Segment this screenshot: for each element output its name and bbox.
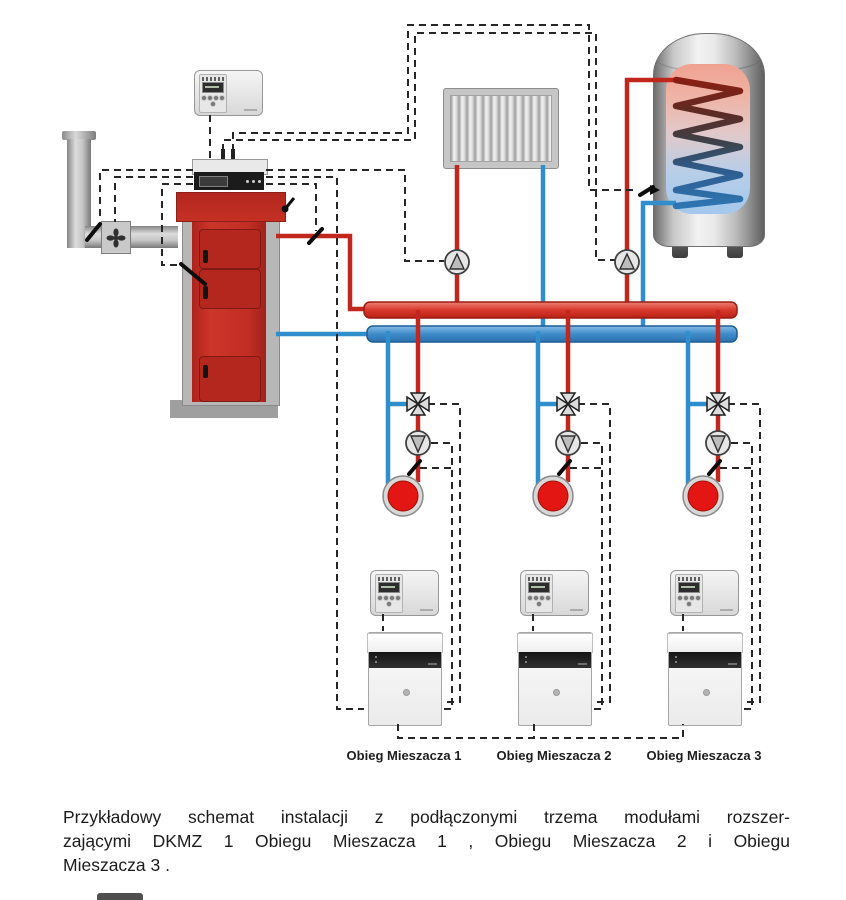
controller-display xyxy=(202,82,224,93)
tank-temp-sensor xyxy=(638,185,660,197)
boiler-room-controller xyxy=(194,70,263,116)
mixing-circuit-3 xyxy=(683,310,760,709)
boiler-door-lower xyxy=(199,356,261,402)
controller-icon-strip xyxy=(202,77,224,81)
flue-fan xyxy=(101,221,131,254)
wiring-layer xyxy=(99,24,684,739)
door-handle xyxy=(203,250,208,263)
pipes-layer xyxy=(276,76,744,343)
circuit-label-2: Obieg Mieszacza 2 xyxy=(496,748,612,763)
boiler-top-sensor xyxy=(281,197,296,213)
fan-wire xyxy=(114,176,193,222)
boiler-panel-terminal xyxy=(231,149,235,160)
dkmz-module-3 xyxy=(667,632,743,726)
controller-panel xyxy=(199,74,227,113)
circuit-controller-3 xyxy=(670,570,739,616)
door-handle xyxy=(203,365,208,378)
boiler-panel-terminal xyxy=(221,149,225,160)
mixing-circuit-2 xyxy=(533,310,610,709)
boiler-sensor-wire xyxy=(161,183,193,266)
supply-sensor-wire xyxy=(266,183,317,231)
circuit-label-3: Obieg Mieszacza 3 xyxy=(646,748,762,763)
dkmz-module-1 xyxy=(367,632,443,726)
caption-line-2: zającymi DKMZ 1 Obiegu Mieszacza 1 , Obi… xyxy=(63,831,790,851)
boiler-top-section xyxy=(176,192,286,222)
caption-line-3: Mieszacza 3 . xyxy=(63,855,170,875)
module-bottom-bus xyxy=(397,724,684,739)
caption-line-1: Przykładowy schemat instalacji z podłącz… xyxy=(63,807,790,827)
panel-led xyxy=(246,180,249,183)
symbols-layer xyxy=(85,185,760,709)
tank-sensor-wire xyxy=(232,24,637,191)
tank-pump xyxy=(614,249,640,275)
circuit-controller-1 xyxy=(370,570,439,616)
flue-sensor xyxy=(85,222,102,242)
dkmz-module-2 xyxy=(517,632,593,726)
radiator-fins xyxy=(450,95,552,162)
supply-manifold xyxy=(363,301,738,319)
boiler-temp-sensor xyxy=(179,262,207,286)
mixing-circuit-1 xyxy=(383,310,460,709)
cropped-artifact xyxy=(97,893,143,900)
boiler-supply-pipe xyxy=(276,233,367,312)
circuit-label-1: Obieg Mieszacza 1 xyxy=(346,748,462,763)
flue-sensor-wire xyxy=(99,169,193,220)
return-manifold xyxy=(366,325,738,343)
boiler-door-upper xyxy=(199,229,261,269)
boiler-panel-display xyxy=(199,176,228,187)
tank-pump-wire xyxy=(222,32,615,261)
panel-led xyxy=(252,180,255,183)
fan-icon xyxy=(106,228,126,247)
radiator-pump xyxy=(444,249,470,275)
supply-pipe-sensor xyxy=(307,227,324,245)
circuit-controller-2 xyxy=(520,570,589,616)
boiler-door-middle xyxy=(199,269,261,309)
door-handle xyxy=(203,286,208,299)
tank-coil xyxy=(672,76,744,210)
tank-supply-pipe xyxy=(624,77,678,306)
panel-led xyxy=(258,180,261,183)
controller-buttons xyxy=(200,93,226,106)
module-bus-wire xyxy=(266,176,364,710)
figure-caption: Przykładowy schemat instalacji z podłącz… xyxy=(63,805,790,877)
tank-return-pipe xyxy=(640,200,676,331)
radiator-pump-wire xyxy=(266,169,444,262)
chimney-cap xyxy=(62,131,96,140)
controller-logo xyxy=(244,109,257,111)
